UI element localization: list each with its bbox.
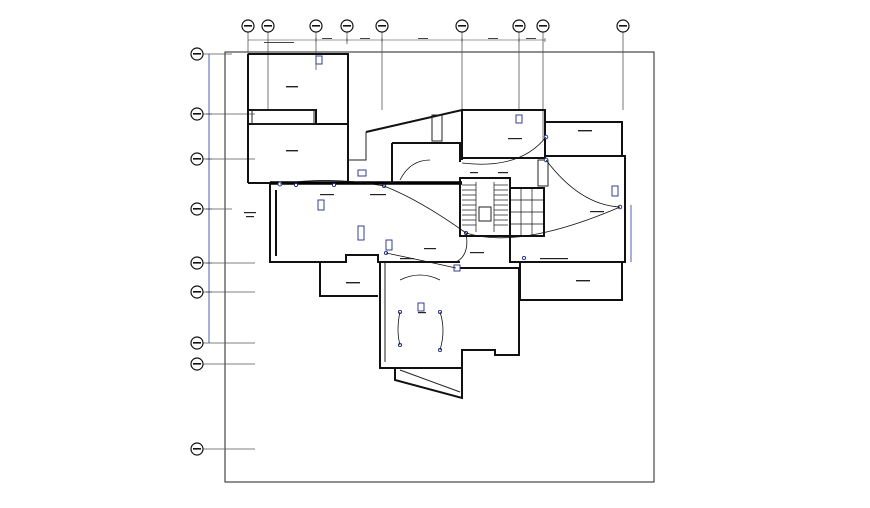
grid-tags-left	[190, 47, 204, 456]
top-dimension-string	[248, 38, 546, 42]
left-dimension-string	[206, 54, 212, 343]
grid-tags-top	[241, 19, 630, 33]
annotation-marks	[244, 38, 604, 314]
stair-treads	[462, 182, 508, 232]
plot-boundary	[224, 51, 655, 483]
electrical-fixtures	[277, 55, 623, 353]
wiring	[279, 136, 621, 351]
